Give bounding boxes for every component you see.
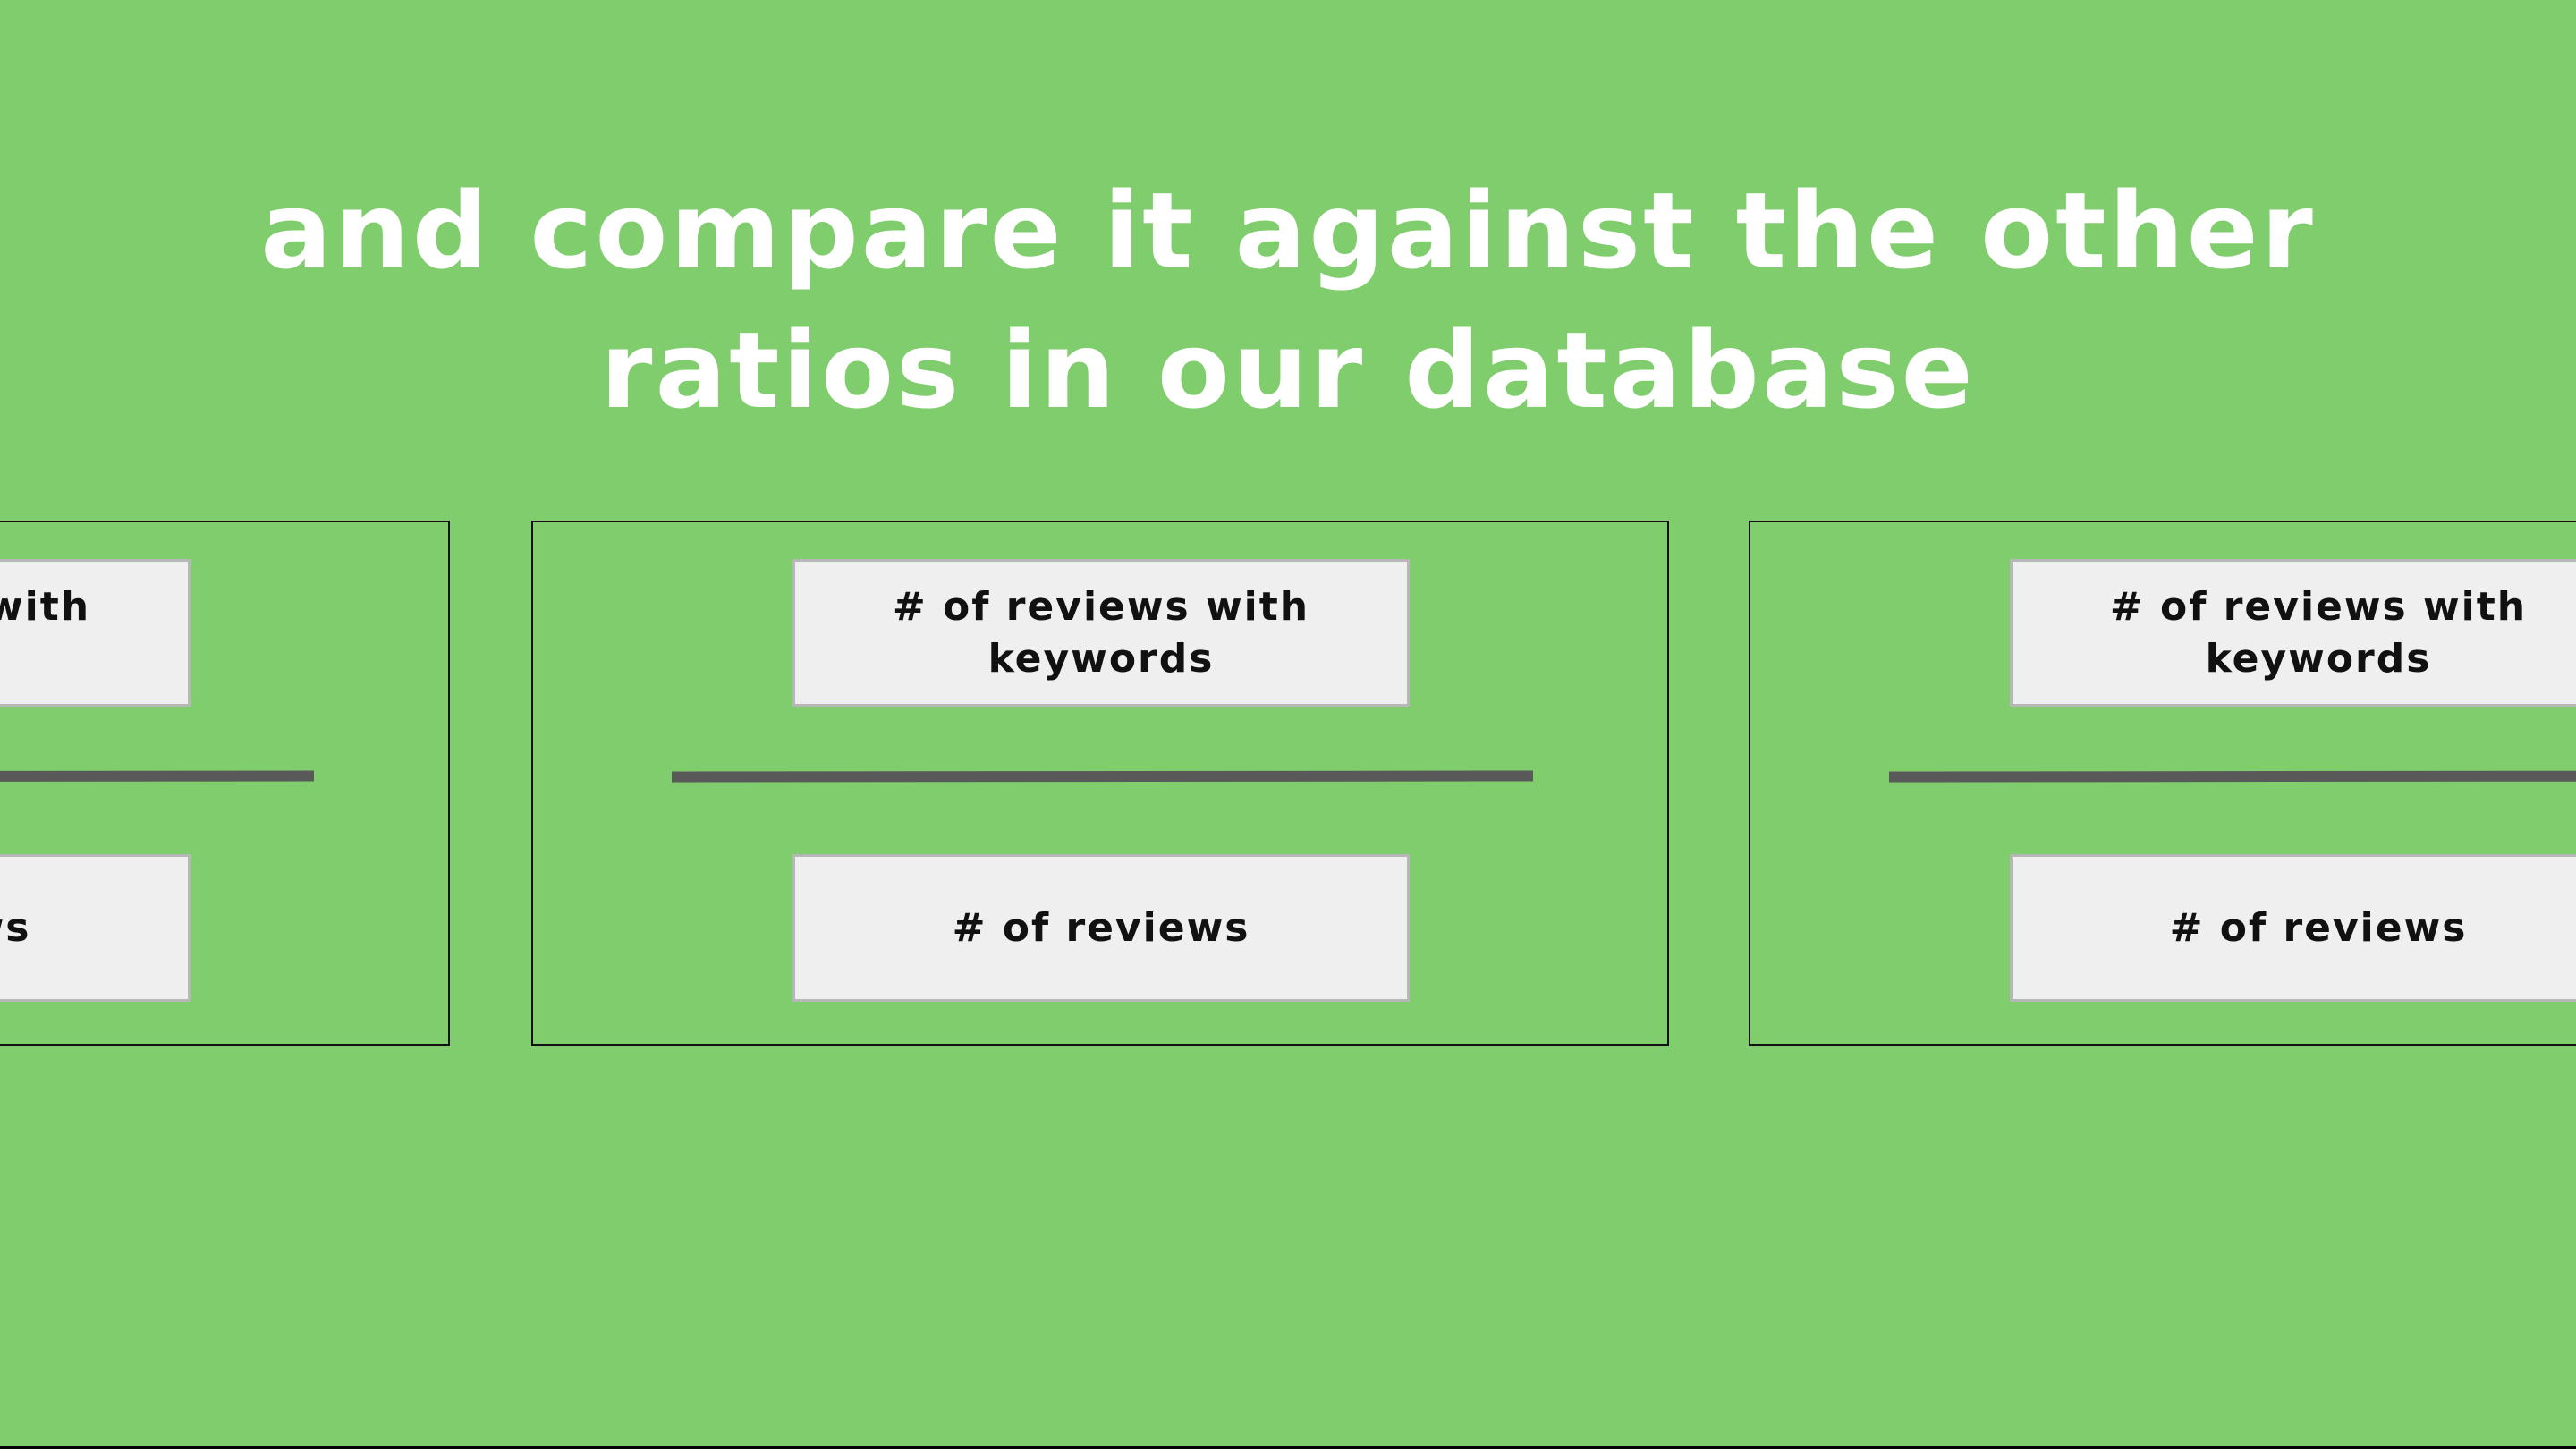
headline-line-1: and compare it against the other xyxy=(260,169,2316,292)
fraction-bar xyxy=(0,770,315,783)
headline-line-2: ratios in our database xyxy=(600,309,1976,432)
fraction-bar xyxy=(1888,770,2576,783)
ratio-card-center: # of reviews with keywords # of reviews xyxy=(531,521,1669,1046)
ratio-card-right: # of reviews with keywords # of reviews xyxy=(1749,521,2576,1046)
numerator-box: # of reviews with keywords xyxy=(0,559,191,707)
numerator-box: # of reviews with keywords xyxy=(792,559,1410,707)
denominator-box: # of reviews xyxy=(0,854,191,1002)
numerator-box: # of reviews with keywords xyxy=(2010,559,2576,707)
fraction-bar xyxy=(671,770,1534,783)
denominator-box: # of reviews xyxy=(792,854,1410,1002)
ratio-card-left: # of reviews with keywords # of reviews xyxy=(0,521,450,1046)
slide-headline: and compare it against the other ratios … xyxy=(0,161,2576,440)
denominator-box: # of reviews xyxy=(2010,854,2576,1002)
